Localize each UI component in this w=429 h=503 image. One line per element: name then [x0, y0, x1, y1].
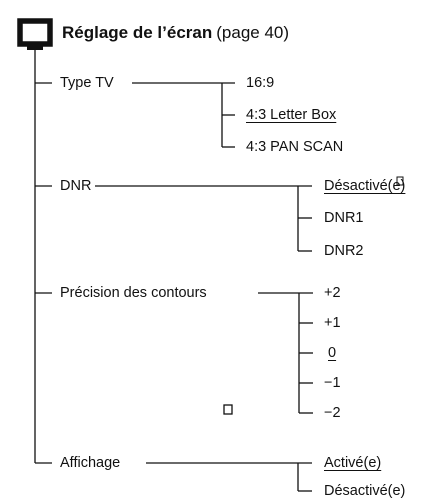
option-minus-1: −1: [324, 375, 341, 391]
option-4-3-pan-scan: 4:3 PAN SCAN: [246, 139, 344, 155]
setting-label-precision-contours: Précision des contours: [60, 285, 207, 301]
scan-artifact-box: [223, 404, 233, 415]
option-zero-selected: 0: [328, 345, 337, 361]
option-active-selected: Activé(e): [324, 455, 382, 471]
setting-label-type-tv: Type TV: [60, 75, 114, 91]
setting-label-dnr: DNR: [60, 178, 92, 194]
option-plus-1: +1: [324, 315, 341, 331]
tv-screen-icon: [17, 18, 53, 50]
option-dnr1: DNR1: [324, 210, 364, 226]
option-16-9: 16:9: [246, 75, 275, 91]
page-reference: (page 40): [216, 23, 290, 42]
option-desactive-selected: Désactivé(e): [324, 178, 406, 194]
option-desactive: Désactivé(e): [324, 483, 406, 499]
option-dnr2: DNR2: [324, 243, 364, 259]
scan-artifact-box: [396, 176, 404, 186]
option-plus-2: +2: [324, 285, 341, 301]
option-4-3-letter-box-selected: 4:3 Letter Box: [246, 107, 337, 123]
option-minus-2: −2: [324, 405, 341, 421]
section-title-label: Réglage de l’écran: [62, 23, 213, 42]
setting-label-affichage: Affichage: [60, 455, 121, 471]
section-title: Réglage de l’écran (page 40): [62, 24, 289, 42]
